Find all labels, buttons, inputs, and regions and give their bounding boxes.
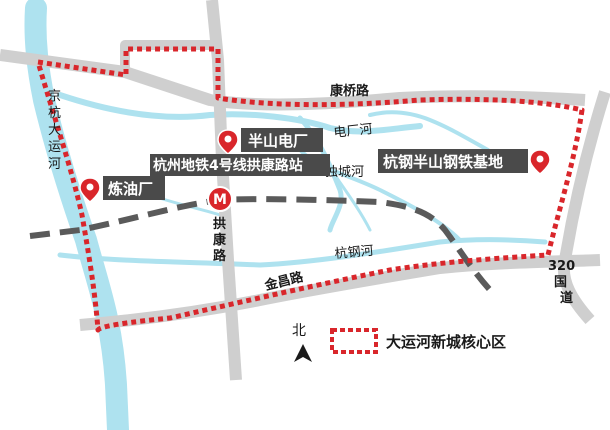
roads [0, 0, 610, 381]
diancheng-river [57, 92, 423, 135]
poi-refinery[interactable]: 炼油厂 [79, 176, 165, 203]
diancheng-river-label: 电厂河 [333, 122, 373, 141]
ducheng-river-label: 独城河 [325, 165, 364, 180]
poi-metro-station[interactable]: 杭州地铁4号线拱康路站 M [150, 154, 330, 212]
metro-station-icon: M [207, 186, 233, 212]
poi-steel-base-label: 杭钢半山钢铁基地 [383, 153, 503, 171]
hanggang-river-label: 杭钢河 [334, 244, 374, 262]
legend-core-area-label: 大运河新城核心区 [386, 333, 506, 351]
ducheng-branch [328, 166, 372, 232]
gongkang-road-label: 拱康路 [213, 216, 227, 264]
metro-line-4 [29, 196, 493, 293]
location-pin-icon [79, 177, 101, 203]
small-river-a [368, 110, 490, 152]
poi-banshan-power[interactable]: 半山电厂 [217, 128, 323, 155]
kangqiao-road-line [0, 49, 586, 111]
poi-refinery-label: 炼油厂 [108, 180, 153, 198]
jinghang-canal-label: 京杭大运河 [48, 89, 61, 172]
core-area-boundary [35, 46, 585, 333]
legend-swatch-core-area [330, 328, 378, 354]
poi-metro-station-label: 杭州地铁4号线拱康路站 [153, 157, 303, 174]
north-arrow-icon [294, 344, 312, 362]
poi-banshan-power-label: 半山电厂 [248, 132, 308, 150]
guodao-320-line [557, 90, 610, 325]
poi-steel-base[interactable]: 杭钢半山钢铁基地 [378, 149, 551, 175]
hanggang-river [57, 237, 548, 268]
north-arrow: 北 [292, 323, 312, 362]
kangqiao-road-label: 康桥路 [330, 83, 370, 99]
legend: 大运河新城核心区 [330, 328, 506, 354]
location-pin-icon [529, 149, 551, 175]
jinchang-road-line [79, 254, 601, 331]
svg-text:M: M [213, 192, 227, 208]
north-label: 北 [292, 323, 306, 339]
gongkang-road-label-group: 拱康路 [213, 216, 227, 264]
